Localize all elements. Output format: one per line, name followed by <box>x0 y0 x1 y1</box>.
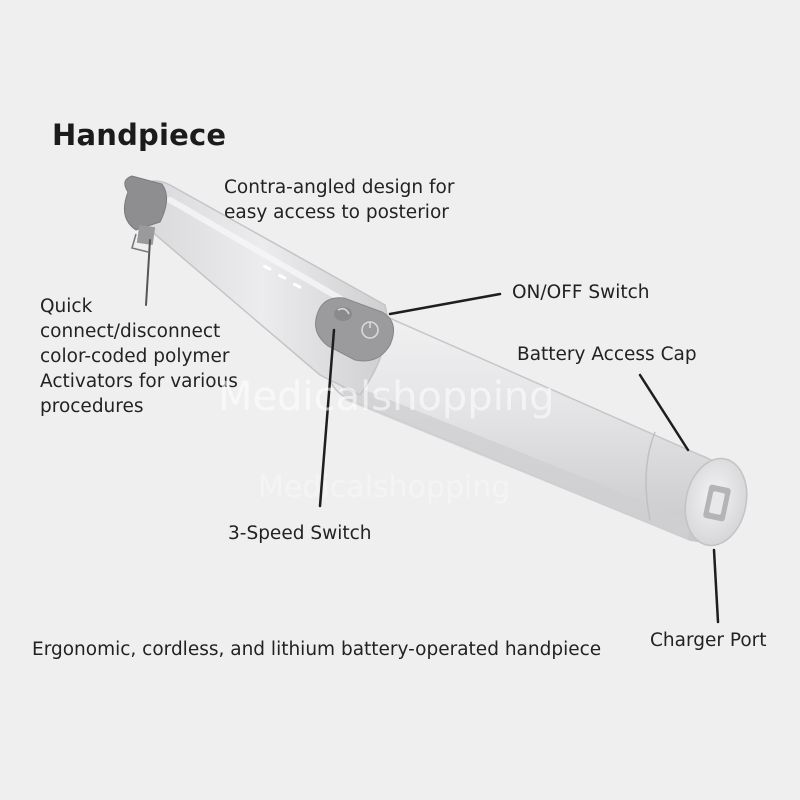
label-3-speed-switch: 3-Speed Switch <box>228 523 372 544</box>
handpiece-tip <box>123 175 167 306</box>
speed-switch-button <box>315 297 395 362</box>
leader-speed <box>318 328 336 508</box>
charger-end-cap <box>684 457 748 547</box>
label-quick-text: Quick connect/disconnect color-coded pol… <box>40 296 238 417</box>
label-charger-port: Charger Port <box>650 630 767 651</box>
caption-ergonomic: Ergonomic, cordless, and lithium battery… <box>32 639 602 660</box>
watermark-faint: Medicalshopping <box>258 470 511 505</box>
leader-on-off <box>388 292 502 316</box>
label-contra-angled: Contra-angled design for easy access to … <box>224 175 454 225</box>
page-title: Handpiece <box>52 118 227 152</box>
leader-battery-cap <box>638 373 690 452</box>
leader-lines <box>318 292 720 624</box>
leader-charger <box>712 548 720 624</box>
label-contra-text: Contra-angled design for easy access to … <box>224 177 455 223</box>
label-battery-access-cap: Battery Access Cap <box>517 344 697 365</box>
watermark: Medicalshopping <box>218 374 555 420</box>
label-quick-connect: Quick connect/disconnect color-coded pol… <box>40 294 280 419</box>
label-on-off-switch: ON/OFF Switch <box>512 282 650 303</box>
led-indicators <box>263 264 302 289</box>
